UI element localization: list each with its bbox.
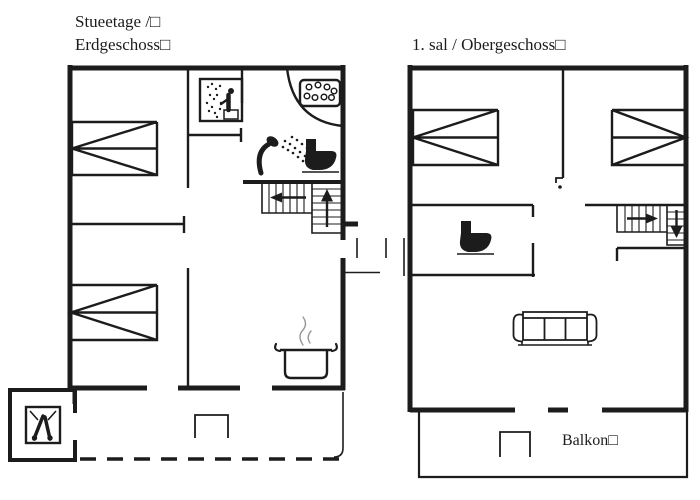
annex-shed (8, 388, 77, 462)
sofa-icon (512, 311, 598, 346)
stairs-up-icon (261, 182, 343, 234)
shower-icon (256, 135, 309, 176)
toilet-icon (457, 221, 494, 255)
ground-floor-title-line1: Stueetage /□ (75, 12, 161, 31)
tools-icon (24, 405, 62, 445)
balcony-area (417, 412, 689, 479)
upper-floor-plan (407, 65, 690, 479)
ground-floor-interior-walls (70, 67, 345, 388)
whirlpool-icon (298, 78, 342, 108)
double-bed-icon (67, 283, 159, 342)
ground-floor-title-line2: Erdgeschoss□ (75, 35, 171, 54)
double-bed-icon (610, 108, 690, 167)
balcony-label: Balkon□ (562, 432, 618, 449)
upper-floor-outer-walls (407, 65, 689, 413)
double-bed-icon (409, 108, 500, 167)
entrance-door-markers (345, 238, 405, 276)
sauna-icon (198, 77, 244, 123)
ground-floor-plan (8, 65, 405, 462)
curved-bath-wall (285, 67, 344, 128)
upper-floor-interior-walls (410, 68, 686, 277)
stairs-down-icon (616, 205, 686, 246)
balcony-step-marker (499, 431, 531, 457)
cooking-pot-icon (274, 316, 338, 380)
ground-floor-outer-walls (67, 65, 358, 404)
double-bed-icon (67, 120, 159, 177)
terrace-area (80, 392, 344, 461)
wall-end-lamp-marker (555, 177, 563, 183)
terrace-step-marker (194, 414, 229, 438)
upper-floor-title: 1. sal / Obergeschoss□ (412, 35, 566, 54)
toilet-icon (302, 139, 339, 173)
